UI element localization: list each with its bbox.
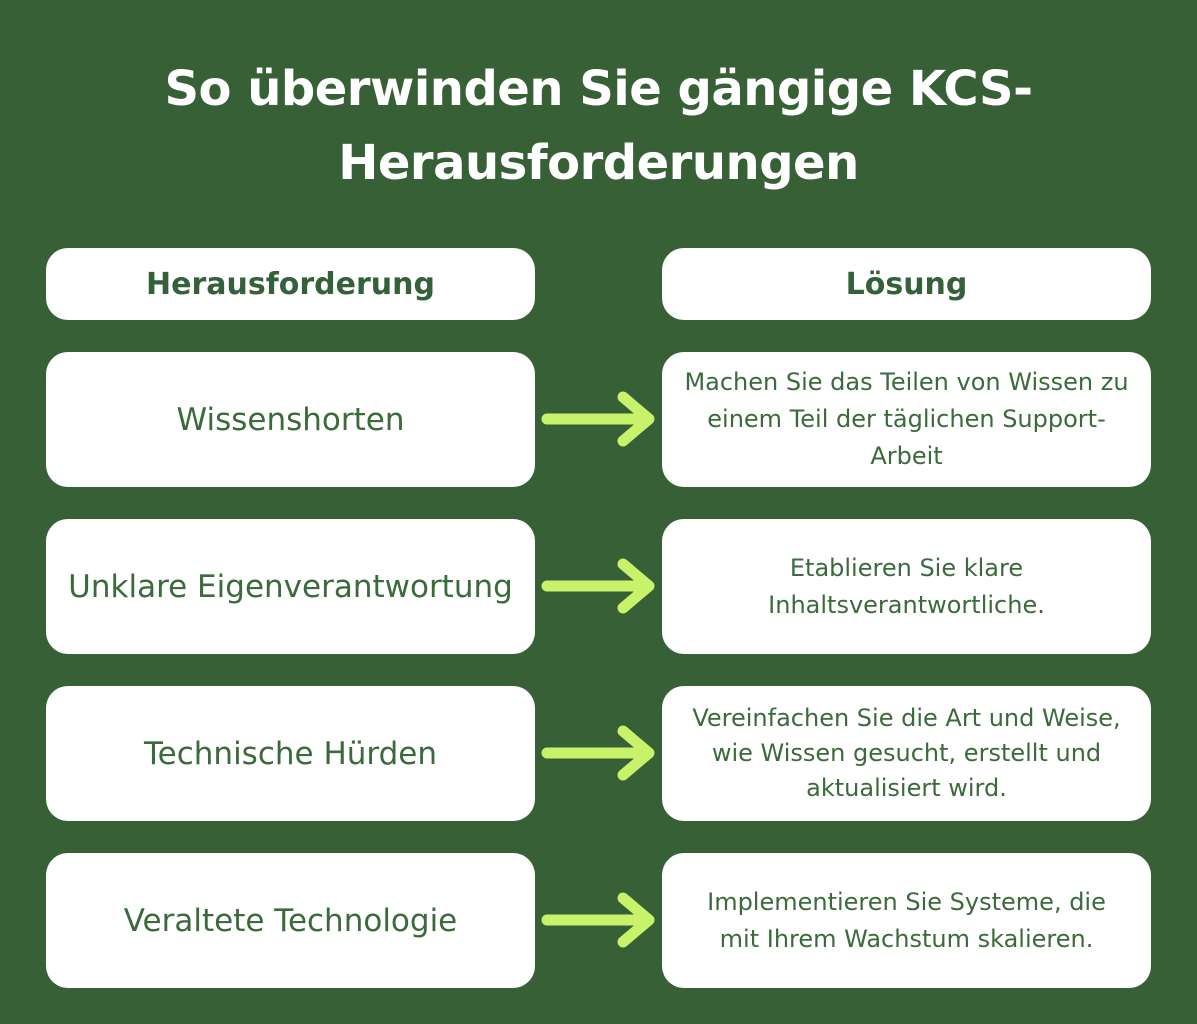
arrow-right-icon: [541, 725, 655, 781]
title-line-1: So überwinden Sie gängige KCS-: [164, 61, 1033, 117]
challenge-card: Wissenshorten: [46, 352, 535, 487]
arrow-right-icon: [541, 391, 655, 447]
solution-card: Machen Sie das Teilen von Wissen zu eine…: [662, 352, 1151, 487]
solution-card: Etablieren Sie klare Inhaltsverantwortli…: [662, 519, 1151, 654]
challenge-card: Unklare Eigenverantwortung: [46, 519, 535, 654]
arrow-right-icon: [541, 892, 655, 948]
solution-card: Vereinfachen Sie die Art und Weise, wie …: [662, 686, 1151, 821]
challenge-card: Technische Hürden: [46, 686, 535, 821]
column-header-challenge: Herausforderung: [46, 248, 535, 320]
solution-card: Implementieren Sie Systeme, die mit Ihre…: [662, 853, 1151, 988]
column-header-solution: Lösung: [662, 248, 1151, 320]
page-title: So überwinden Sie gängige KCS- Herausfor…: [0, 52, 1197, 200]
title-line-2: Herausforderungen: [338, 135, 859, 191]
arrow-right-icon: [541, 558, 655, 614]
challenge-card: Veraltete Technologie: [46, 853, 535, 988]
